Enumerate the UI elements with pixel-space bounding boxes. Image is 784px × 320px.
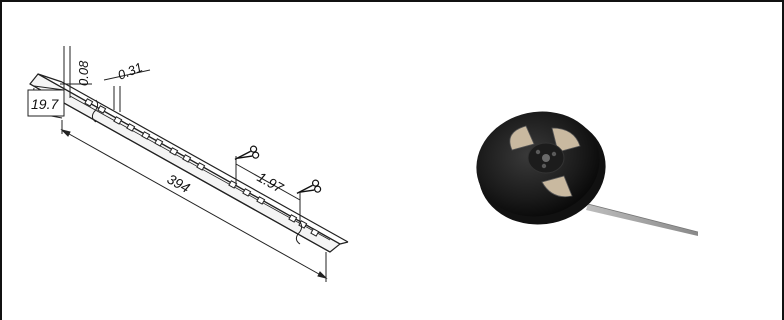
length-label: 394 <box>165 171 193 196</box>
scissors-icon <box>296 179 322 194</box>
tape-pockets <box>84 98 320 237</box>
cut-marks <box>91 99 303 245</box>
pitch-dimension <box>235 156 301 222</box>
tape-dimension-drawing: 19.7 0.08 0.31 394 1.9 <box>27 46 349 282</box>
reel-windows <box>509 125 581 198</box>
reel-hub-hole <box>542 154 550 162</box>
tape-leader <box>586 203 699 236</box>
thickness-dimension <box>60 46 92 98</box>
tape-reel-image <box>476 111 699 236</box>
pocket-depth-dimension <box>103 69 151 112</box>
tape-reel-photo <box>392 0 784 320</box>
width-label: 19.7 <box>31 96 59 112</box>
tape-drawing-svg: 19.7 0.08 0.31 394 1.9 <box>27 46 349 282</box>
scissors-icon <box>234 145 260 160</box>
pocket-depth-label: 0.31 <box>116 59 145 82</box>
length-dimension <box>60 120 328 282</box>
thickness-label: 0.08 <box>76 60 91 86</box>
width-dimension <box>27 85 65 119</box>
